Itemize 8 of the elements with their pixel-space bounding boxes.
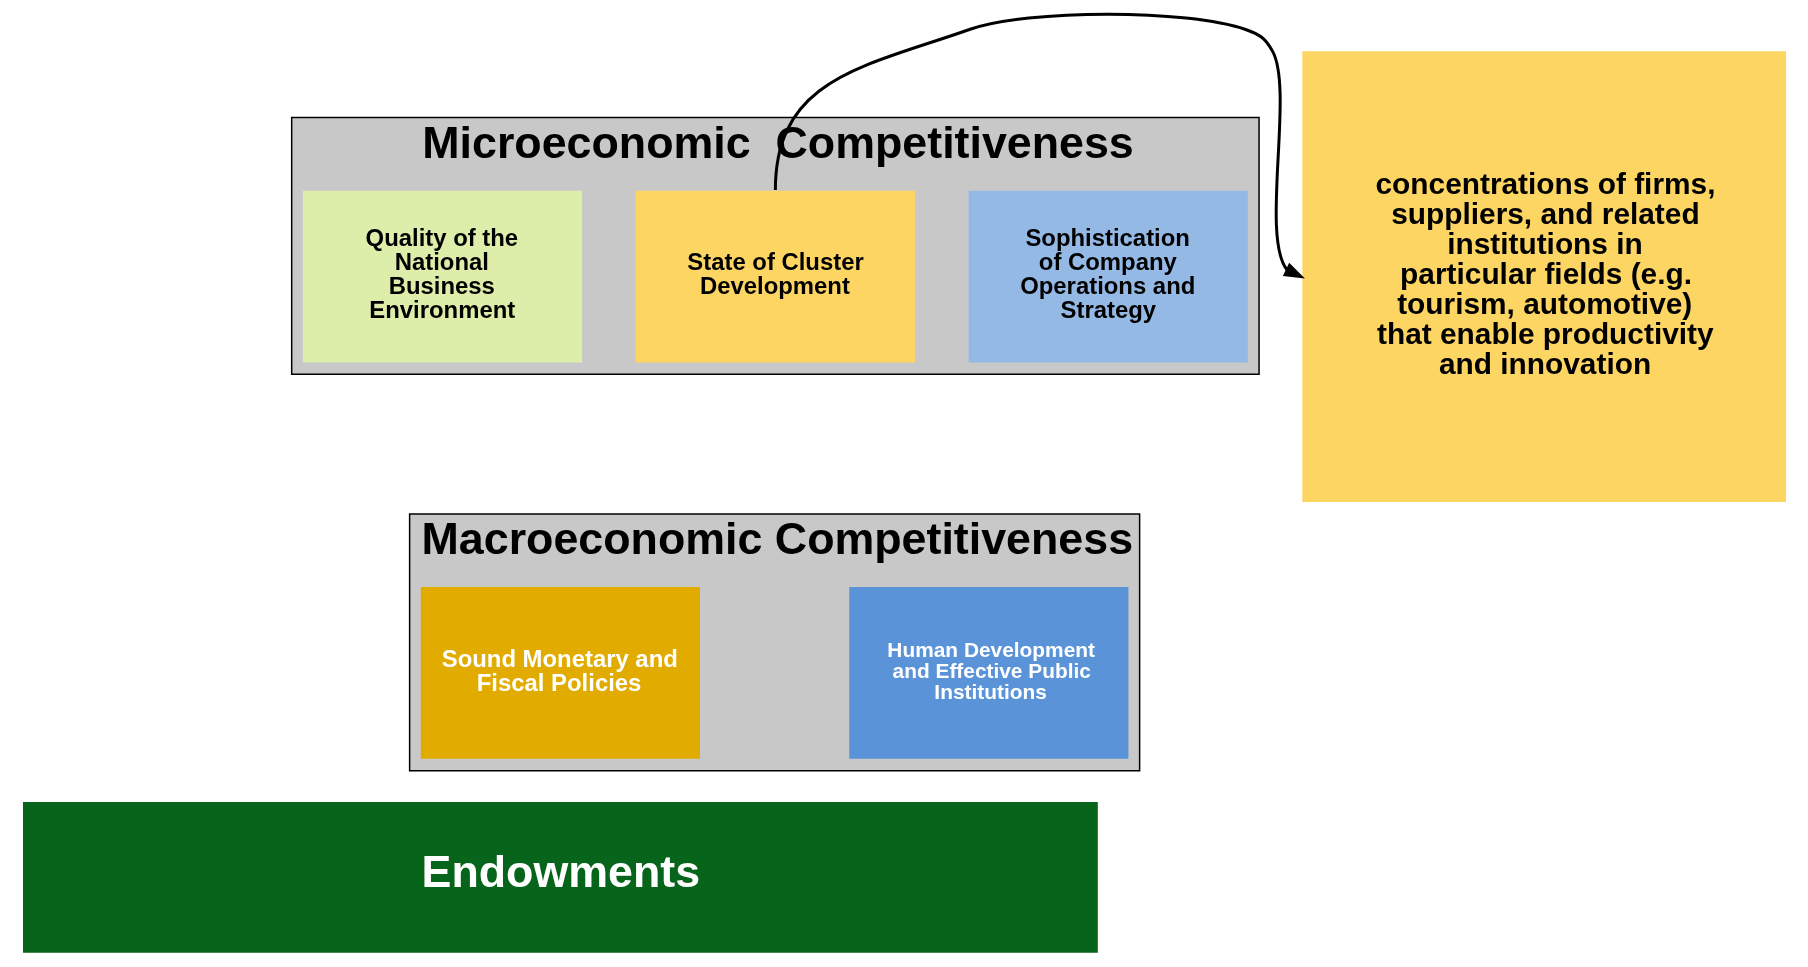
arrow	[773, 12, 1305, 279]
node-box: State of Cluster Development	[635, 190, 915, 363]
node-box: Sophistication of Company Operations and Strategy	[968, 190, 1248, 363]
node-box: Human Development and Effective Public Institutions	[848, 587, 1128, 759]
node-box: Sound Monetary and Fiscal Policies	[420, 587, 700, 759]
node-box: concentrations of firms, suppliers, and related institutions in particular fields (e.g. tourism, automotive) that enable productivity and innovation	[1301, 51, 1786, 502]
node-box: Quality of the National Business Environment	[302, 190, 582, 363]
node-box: Endowments	[22, 802, 1098, 953]
